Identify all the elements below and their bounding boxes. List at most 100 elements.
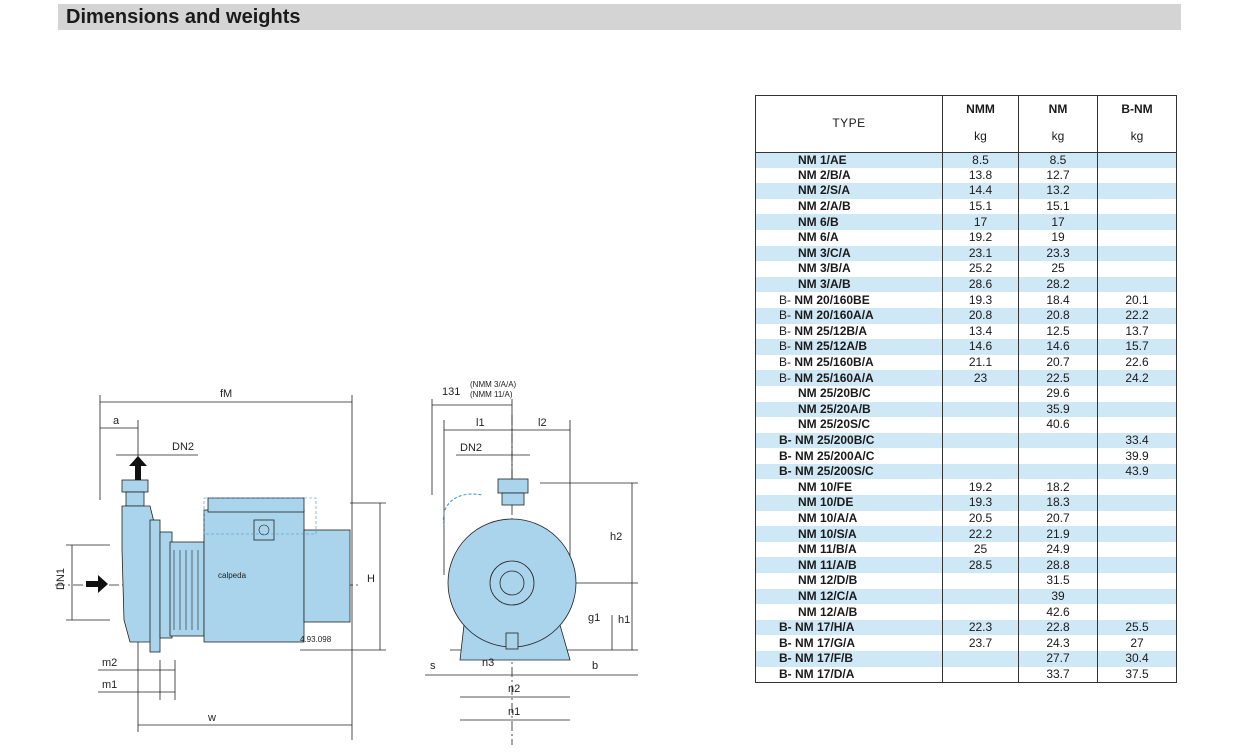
label-h2: h2 (610, 531, 622, 543)
nm-weight-cell: 20.7 (1018, 354, 1098, 371)
type-prefix: B- (779, 666, 792, 681)
type-model: NM 3/A/B (798, 277, 851, 292)
nmm-weight-cell: 22.3 (942, 619, 1019, 636)
type-model: NM 25/160B/A (794, 355, 874, 370)
nm-weight-cell: 33.7 (1018, 666, 1098, 683)
type-model: NM 17/F/B (795, 651, 854, 666)
type-cell: NM 25/20S/C (755, 417, 943, 433)
type-prefix: B- (779, 651, 792, 666)
nmm-weight-cell (942, 604, 1019, 620)
type-model: NM 12/A/B (798, 604, 858, 619)
nmm-weight-cell (942, 463, 1019, 480)
type-model: NM 3/C/A (798, 245, 851, 260)
type-cell: B- NM 25/12B/A (755, 323, 943, 340)
bnm-weight-cell: 22.6 (1097, 354, 1177, 371)
label-m1: m1 (102, 679, 117, 691)
label-n1: n1 (508, 706, 520, 718)
label-g1: g1 (588, 612, 600, 624)
bnm-weight-cell (1097, 385, 1177, 402)
type-prefix: B- (779, 464, 792, 479)
nmm-weight-cell: 23.1 (942, 245, 1019, 262)
bnm-weight-cell: 20.1 (1097, 292, 1177, 308)
bnm-weight-cell (1097, 245, 1177, 262)
drawing-code: 4.93.098 (300, 635, 332, 644)
type-cell: B- NM 17/D/A (755, 666, 943, 683)
type-cell: NM 2/B/A (755, 167, 943, 184)
type-model: NM 10/DE (798, 495, 854, 510)
type-cell: NM 10/DE (755, 495, 943, 511)
type-model: NM 25/20B/C (798, 386, 871, 401)
type-cell: B- NM 25/12A/B (755, 339, 943, 355)
nm-weight-cell: 19 (1018, 229, 1098, 246)
type-model: NM 17/D/A (795, 666, 855, 681)
label-b: b (592, 660, 598, 672)
nmm-weight-cell: 25.2 (942, 261, 1019, 277)
nm-weight-cell: 35.9 (1018, 401, 1098, 418)
type-prefix: B- (779, 308, 791, 323)
type-cell: NM 10/A/A (755, 510, 943, 527)
type-cell: B- NM 25/200S/C (755, 463, 943, 480)
nm-weight-cell: 22.8 (1018, 619, 1098, 636)
type-prefix: B- (779, 432, 792, 447)
type-model: NM 1/AE (798, 152, 847, 167)
type-model: NM 2/A/B (798, 199, 851, 214)
label-fM: fM (220, 388, 232, 400)
nm-weight-cell: 25 (1018, 261, 1098, 277)
nmm-weight-cell: 20.8 (942, 307, 1019, 324)
type-cell: B- NM 20/160A/A (755, 307, 943, 324)
bnm-weight-cell (1097, 495, 1177, 511)
nmm-weight-cell: 22.2 (942, 526, 1019, 542)
type-model: NM 25/200A/C (795, 448, 875, 463)
type-column-header: TYPE (755, 95, 943, 152)
nmm-weight-cell: 28.5 (942, 557, 1019, 574)
nmm-weight-cell: 21.1 (942, 354, 1019, 371)
nm-weight-cell: 13.2 (1018, 183, 1098, 199)
nmm-weight-cell: 19.3 (942, 495, 1019, 511)
nmm-weight-cell (942, 432, 1019, 449)
label-l1: l1 (476, 417, 485, 429)
nm-weight-cell: 20.8 (1018, 307, 1098, 324)
type-model: NM 20/160BE (794, 292, 870, 307)
bnm-weight-cell (1097, 541, 1177, 558)
label-m2: m2 (102, 657, 117, 669)
nm-weight-cell (1018, 432, 1098, 449)
bnm-weight-cell (1097, 183, 1177, 199)
nm-weight-cell (1018, 448, 1098, 464)
label-H: H (367, 573, 375, 585)
type-cell: NM 12/C/A (755, 588, 943, 605)
pump-front-view-drawing: 131 (NMM 3/A/A) (NMM 11/A) l1 l2 DN2 h2 … (420, 375, 665, 750)
bnm-weight-cell (1097, 526, 1177, 542)
type-cell: NM 2/S/A (755, 183, 943, 199)
type-cell: NM 10/FE (755, 479, 943, 496)
bnm-weight-cell (1097, 479, 1177, 496)
nmm-weight-cell: 23 (942, 370, 1019, 386)
nm-weight-cell: 40.6 (1018, 417, 1098, 433)
nm-weight-cell: 39 (1018, 588, 1098, 605)
bnm-weight-cell: 37.5 (1097, 666, 1177, 683)
bnm-weight-cell (1097, 588, 1177, 605)
label-n3: n3 (482, 657, 494, 669)
bnm-weight-cell: 25.5 (1097, 619, 1177, 636)
nmm-weight-cell: 19.2 (942, 479, 1019, 496)
nm-unit: kg (1018, 123, 1098, 152)
nm-weight-cell: 28.8 (1018, 557, 1098, 574)
nm-weight-cell: 18.4 (1018, 292, 1098, 308)
label-131: 131 (442, 386, 460, 398)
type-cell: NM 25/20A/B (755, 401, 943, 418)
